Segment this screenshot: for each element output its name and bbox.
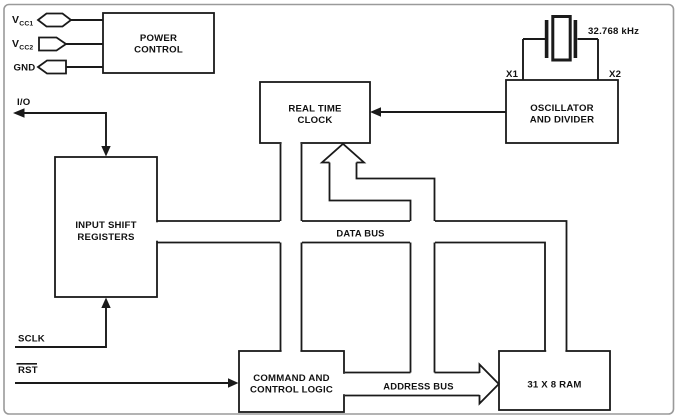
vcc1-label-sub: CC1: [19, 21, 33, 28]
data-bus-bottom-edge: [157, 241, 546, 351]
isr-bus-opening: [154, 222, 160, 241]
ram-block: [498, 350, 611, 411]
vcc2-label-sub: CC2: [19, 45, 33, 52]
data-bus-top-edge: [157, 220, 568, 351]
isr-label-line2: REGISTERS: [77, 232, 135, 243]
vcc2-pin-icon: [38, 36, 68, 52]
power-control-label-line2: CONTROL: [134, 45, 183, 56]
vcc1-label-base: V: [12, 14, 19, 26]
rst-right-arrowhead-icon: [228, 378, 239, 388]
vcc2-label-base: V: [12, 38, 19, 50]
crystal-right-plate: [573, 20, 578, 58]
io-left-arrowhead-icon: [13, 108, 25, 118]
x1-label: X1: [506, 69, 519, 80]
data-bus-label: DATA BUS: [336, 228, 384, 239]
gnd-pin-icon: [36, 59, 67, 75]
vcc1-label: VCC1: [12, 14, 33, 28]
vcc2-label: VCC2: [12, 38, 33, 52]
address-bus-arrow-head: [478, 362, 501, 406]
crystal-wires: [522, 38, 599, 80]
power-control-block: [102, 12, 215, 74]
rtc-bus-opening: [281, 140, 301, 146]
command-addr-opening: [341, 373, 347, 395]
input-shift-registers-block: [54, 156, 158, 298]
command-label-line1: COMMAND AND: [253, 373, 329, 384]
oscillator-label-line2: AND DIVIDER: [530, 115, 595, 126]
rtc-label-line1: REAL TIME: [288, 104, 342, 115]
sclk-line: [15, 306, 107, 348]
left-arrowhead-icon: [370, 107, 381, 117]
rtc-bus-arrow-head: [319, 142, 367, 164]
oscillator-divider-block: [505, 79, 619, 144]
ram-label: 31 X 8 RAM: [527, 380, 581, 391]
isr-label-line1: INPUT SHIFT: [75, 220, 136, 231]
ram-bus-opening: [546, 348, 566, 354]
command-control-logic-block: [238, 350, 345, 413]
vcc1-pin-icon: [36, 12, 73, 28]
io-down-arrowhead-icon: [101, 146, 111, 157]
crystal-left-plate: [544, 20, 549, 58]
crystal-frequency-label: 32.768 kHz: [588, 26, 639, 37]
gnd-label: GND: [14, 63, 36, 74]
rtc-label-line2: CLOCK: [297, 115, 332, 126]
rst-label: RST: [18, 365, 38, 376]
command-bus-opening: [281, 348, 301, 354]
address-bus-label: ADDRESS BUS: [383, 381, 453, 392]
sclk-label: SCLK: [18, 334, 45, 345]
crystal-icon: [522, 15, 599, 80]
power-pin-lines: [66, 19, 103, 68]
oscillator-label-line1: OSCILLATOR: [530, 103, 593, 114]
x2-label: X2: [609, 69, 621, 80]
rtc-bus-arrow-outer-edge: [328, 162, 412, 373]
sclk-up-arrowhead-icon: [101, 297, 111, 308]
real-time-clock-block: [259, 81, 371, 144]
io-line: [22, 112, 107, 148]
io-label: I/O: [17, 97, 31, 108]
power-control-label-line1: POWER: [140, 33, 177, 44]
rtc-bus-arrow-inner-edge: [355, 162, 436, 373]
crystal-body: [551, 15, 572, 62]
command-label-line2: CONTROL LOGIC: [250, 385, 333, 396]
